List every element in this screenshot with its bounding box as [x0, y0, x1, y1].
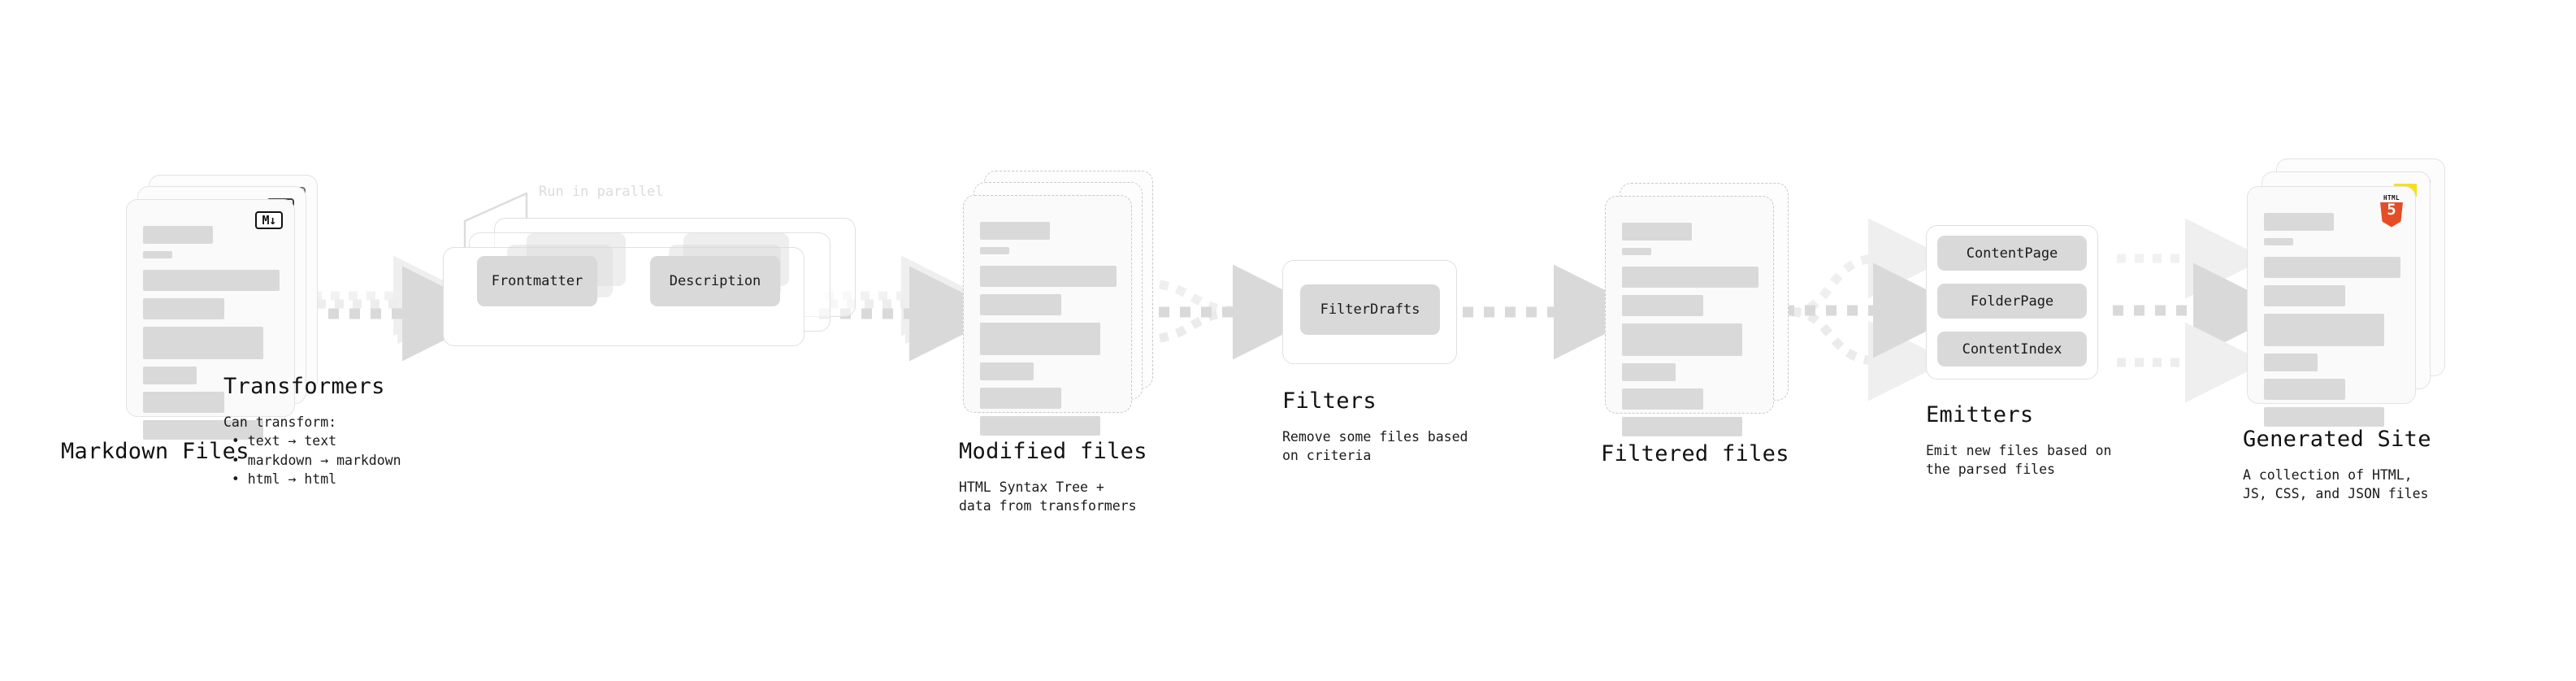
skeleton-bar [980, 416, 1100, 436]
arrow-modified-to-filters [1138, 264, 1328, 360]
skeleton-bar [980, 294, 1061, 315]
arrow-markdown-to-transformers [307, 255, 497, 362]
label-filtered-files: Filtered files [1601, 441, 1789, 466]
skeleton-bar [2264, 238, 2293, 245]
skeleton-bar [1622, 388, 1703, 410]
skeleton-bar [2264, 379, 2345, 400]
skeleton-bar [1622, 295, 1703, 316]
skeleton-bar [143, 327, 263, 359]
skeleton-bar [980, 362, 1034, 380]
subtitle-modified-files: HTML Syntax Tree + data from transformer… [959, 479, 1137, 514]
label-transformers: Transformers [223, 374, 385, 399]
skeleton-bar [2264, 354, 2318, 371]
site-card-front[interactable]: HTML 5 [2247, 186, 2416, 427]
skeleton-bar [2264, 314, 2384, 346]
markdown-badge: M↓ [255, 211, 283, 229]
html5-badge: HTML 5 [2379, 195, 2404, 228]
subtitle-filters: Remove some files based on criteria [1282, 429, 1468, 464]
label-filters: Filters [1282, 388, 1377, 414]
skeleton-bar [1622, 248, 1651, 255]
run-in-parallel-bracket [463, 192, 528, 258]
markdown-file-card-front[interactable]: M↓ [126, 199, 295, 440]
chip-frontmatter[interactable]: Frontmatter [477, 256, 597, 306]
skeleton-bar [1622, 417, 1742, 436]
skeleton-bar [980, 222, 1050, 240]
skeleton-bar [980, 247, 1009, 254]
skeleton-bar [143, 392, 224, 413]
filtered-file-card-front[interactable] [1605, 196, 1774, 436]
markdown-skeleton [143, 226, 280, 447]
html5-badge-label: HTML [2383, 194, 2400, 202]
site-skeleton [2264, 213, 2400, 434]
label-modified-files: Modified files [959, 439, 1147, 464]
skeleton-bar [980, 266, 1117, 287]
skeleton-bar [143, 251, 172, 258]
chip-description[interactable]: Description [650, 256, 780, 306]
chip-content-index[interactable]: ContentIndex [1937, 332, 2087, 367]
skeleton-bar [2264, 407, 2384, 427]
skeleton-bar [980, 388, 1061, 409]
skeleton-bar [143, 270, 280, 291]
filtered-skeleton [1622, 223, 1759, 444]
skeleton-bar [1622, 363, 1676, 381]
skeleton-bar [143, 226, 213, 244]
skeleton-bar [980, 323, 1100, 355]
skeleton-bar [2264, 285, 2345, 306]
label-run-in-parallel: Run in parallel [539, 184, 664, 200]
chip-folder-page[interactable]: FolderPage [1937, 284, 2087, 319]
label-markdown-files: Markdown Files [61, 439, 249, 464]
modified-skeleton [980, 222, 1117, 443]
skeleton-bar [143, 298, 224, 319]
skeleton-bar [143, 420, 263, 440]
html5-number: 5 [2387, 200, 2396, 219]
arrow-transformers-to-modified [819, 255, 1004, 362]
label-generated-site: Generated Site [2243, 427, 2431, 452]
chip-content-page[interactable]: ContentPage [1937, 236, 2087, 271]
skeleton-bar [2264, 257, 2400, 278]
skeleton-bar [143, 367, 197, 384]
skeleton-bar [1622, 223, 1692, 241]
chip-filter-drafts[interactable]: FilterDrafts [1300, 284, 1440, 335]
skeleton-bar [1622, 323, 1742, 356]
subtitle-emitters: Emit new files based on the parsed files [1926, 443, 2112, 478]
subtitle-generated-site: A collection of HTML, JS, CSS, and JSON … [2243, 467, 2429, 502]
subtitle-transformers: Can transform: • text → text • markdown … [223, 414, 401, 488]
modified-file-card-front[interactable] [963, 195, 1132, 436]
skeleton-bar [1622, 267, 1759, 288]
arrow-emitters-to-site [2113, 218, 2288, 403]
label-emitters: Emitters [1926, 402, 2034, 427]
arrow-filtered-to-emitters [1784, 218, 1968, 401]
skeleton-bar [2264, 213, 2334, 231]
